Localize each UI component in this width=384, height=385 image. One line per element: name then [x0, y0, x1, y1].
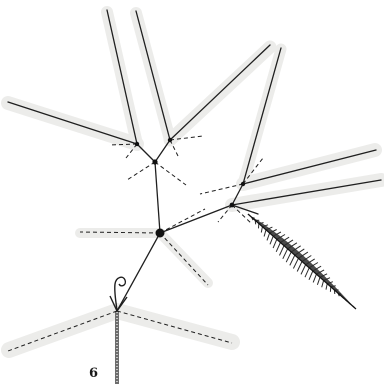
fern-pinna [267, 233, 270, 240]
fern-pinna [326, 284, 327, 290]
fern-leaf [247, 214, 356, 309]
fern-pinna [283, 249, 288, 259]
fern-pinna [305, 268, 309, 277]
fern-pinna [290, 255, 295, 265]
figure-number: 6 [89, 367, 98, 381]
fern-pinna [317, 277, 320, 285]
fern-pinna [264, 230, 266, 237]
node-lateral-upper [241, 182, 245, 186]
node-lateral [230, 203, 235, 208]
node-left [135, 142, 139, 146]
fern-pinna [273, 239, 277, 248]
fern-pinna [322, 281, 324, 288]
fern-pinna [261, 227, 262, 233]
fern-pinna [276, 243, 280, 252]
branch-shading [8, 12, 381, 350]
fern-pinna [313, 274, 316, 282]
fern-pinna [309, 271, 313, 280]
fern-pinna [270, 236, 273, 244]
node-right [168, 138, 172, 142]
fern-pinna [293, 258, 298, 268]
fern-pinna [286, 252, 291, 262]
fern-pinna [301, 265, 306, 275]
node-upper [152, 159, 157, 164]
node-main [156, 229, 165, 238]
fern-pinna [297, 262, 302, 272]
fern-pinna [280, 246, 285, 256]
